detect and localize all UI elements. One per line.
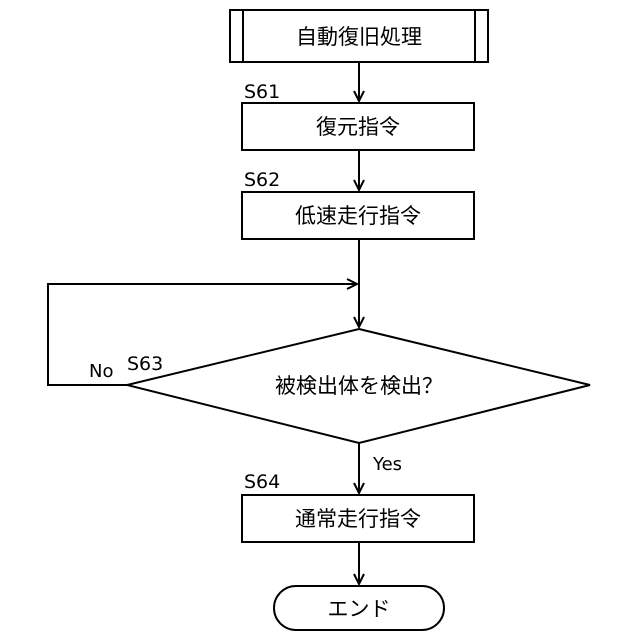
process-label-s62: 低速走行指令 [295, 204, 421, 228]
end-label: エンド [328, 597, 391, 621]
yes-branch-label: Yes [372, 454, 402, 475]
start-label: 自動復旧処理 [296, 25, 422, 49]
no-branch-label: No [89, 361, 113, 382]
step-id-s61: S61 [244, 81, 280, 103]
process-label-s61: 復元指令 [316, 115, 400, 139]
decision-diamond-s63: 被検出体を検出？ [127, 329, 590, 443]
step-id-s62: S62 [244, 169, 280, 191]
decision-label-s63: 被検出体を検出？ [275, 374, 443, 398]
process-box-s62: 低速走行指令 [242, 192, 474, 239]
start-process-box: 自動復旧処理 [230, 10, 488, 62]
step-id-s63: S63 [127, 353, 163, 375]
process-label-s64: 通常走行指令 [295, 507, 421, 531]
process-box-s61: 復元指令 [242, 103, 474, 150]
process-box-s64: 通常走行指令 [242, 495, 474, 542]
step-id-s64: S64 [244, 471, 280, 493]
end-terminator: エンド [274, 586, 444, 630]
